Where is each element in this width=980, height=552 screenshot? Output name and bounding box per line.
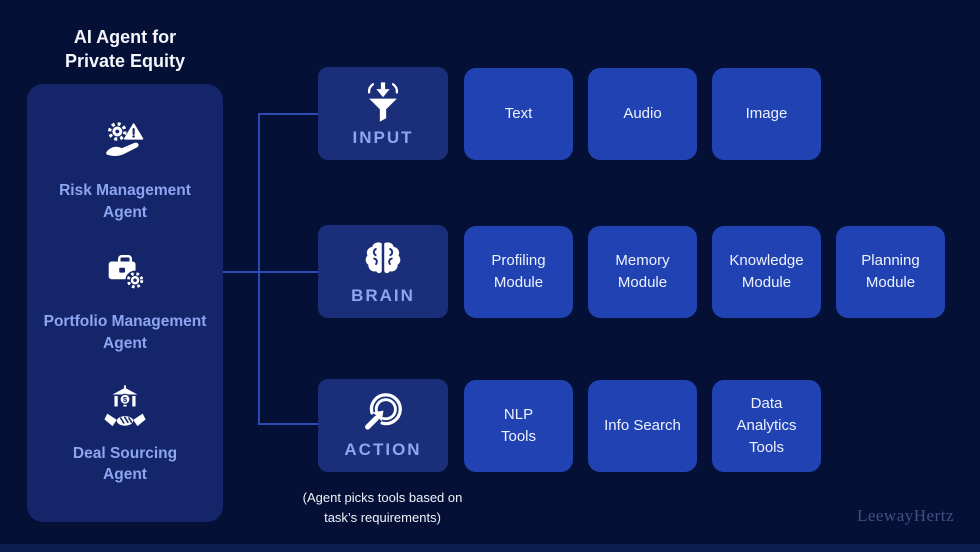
brain-item-knowledge-module: Knowledge Module [712, 226, 821, 318]
stage-label: INPUT [352, 128, 414, 147]
stage-label: ACTION [344, 440, 422, 459]
agent-item-risk-management: Risk Management Agent [59, 120, 191, 223]
input-item-audio: Audio [588, 68, 697, 160]
connector-sidebar-to-brain [223, 271, 318, 273]
action-item-info-search: Info Search [588, 380, 697, 472]
tools-note: (Agent picks tools based on task’s requi… [302, 490, 463, 526]
svg-text:$: $ [123, 395, 128, 404]
brain-item-profiling-module: Profiling Module [464, 226, 573, 318]
page-title: AI Agent for Private Equity [64, 27, 186, 71]
cursor-click-icon [360, 391, 406, 437]
brain-icon [360, 237, 406, 283]
connector-to-input [259, 113, 318, 115]
brain-item-planning-module: Planning Module [836, 226, 945, 318]
action-item-data-analytics-tools: Data Analytics Tools [712, 380, 821, 472]
agent-item-deal-sourcing: $ Deal Sourcing Agent [73, 383, 177, 486]
input-item-text: Text [464, 68, 573, 160]
connector-to-action [259, 423, 318, 425]
stage-input: INPUT [318, 67, 448, 160]
stage-action: ACTION [318, 379, 448, 472]
watermark: LeewayHertz [856, 506, 954, 525]
agent-label: Deal Sourcing Agent [72, 444, 178, 484]
agent-item-portfolio-management: Portfolio Management Agent [43, 251, 207, 354]
brain-item-memory-module: Memory Module [588, 226, 697, 318]
deal-sourcing-icon: $ [102, 383, 148, 429]
funnel-arrow-icon [360, 79, 406, 125]
risk-management-icon [102, 120, 148, 166]
bottom-accent-bar [0, 544, 980, 552]
input-item-image: Image [712, 68, 821, 160]
stage-label: BRAIN [351, 286, 415, 305]
action-item-nlp-tools: NLP Tools [464, 380, 573, 472]
connector-vertical-line [258, 113, 260, 425]
agent-label: Portfolio Management Agent [43, 313, 207, 352]
portfolio-management-icon [102, 251, 148, 297]
stage-brain: BRAIN [318, 225, 448, 318]
agents-panel: Risk Management Agent Portfolio Manageme… [27, 84, 223, 522]
agent-label: Risk Management Agent [59, 181, 191, 221]
